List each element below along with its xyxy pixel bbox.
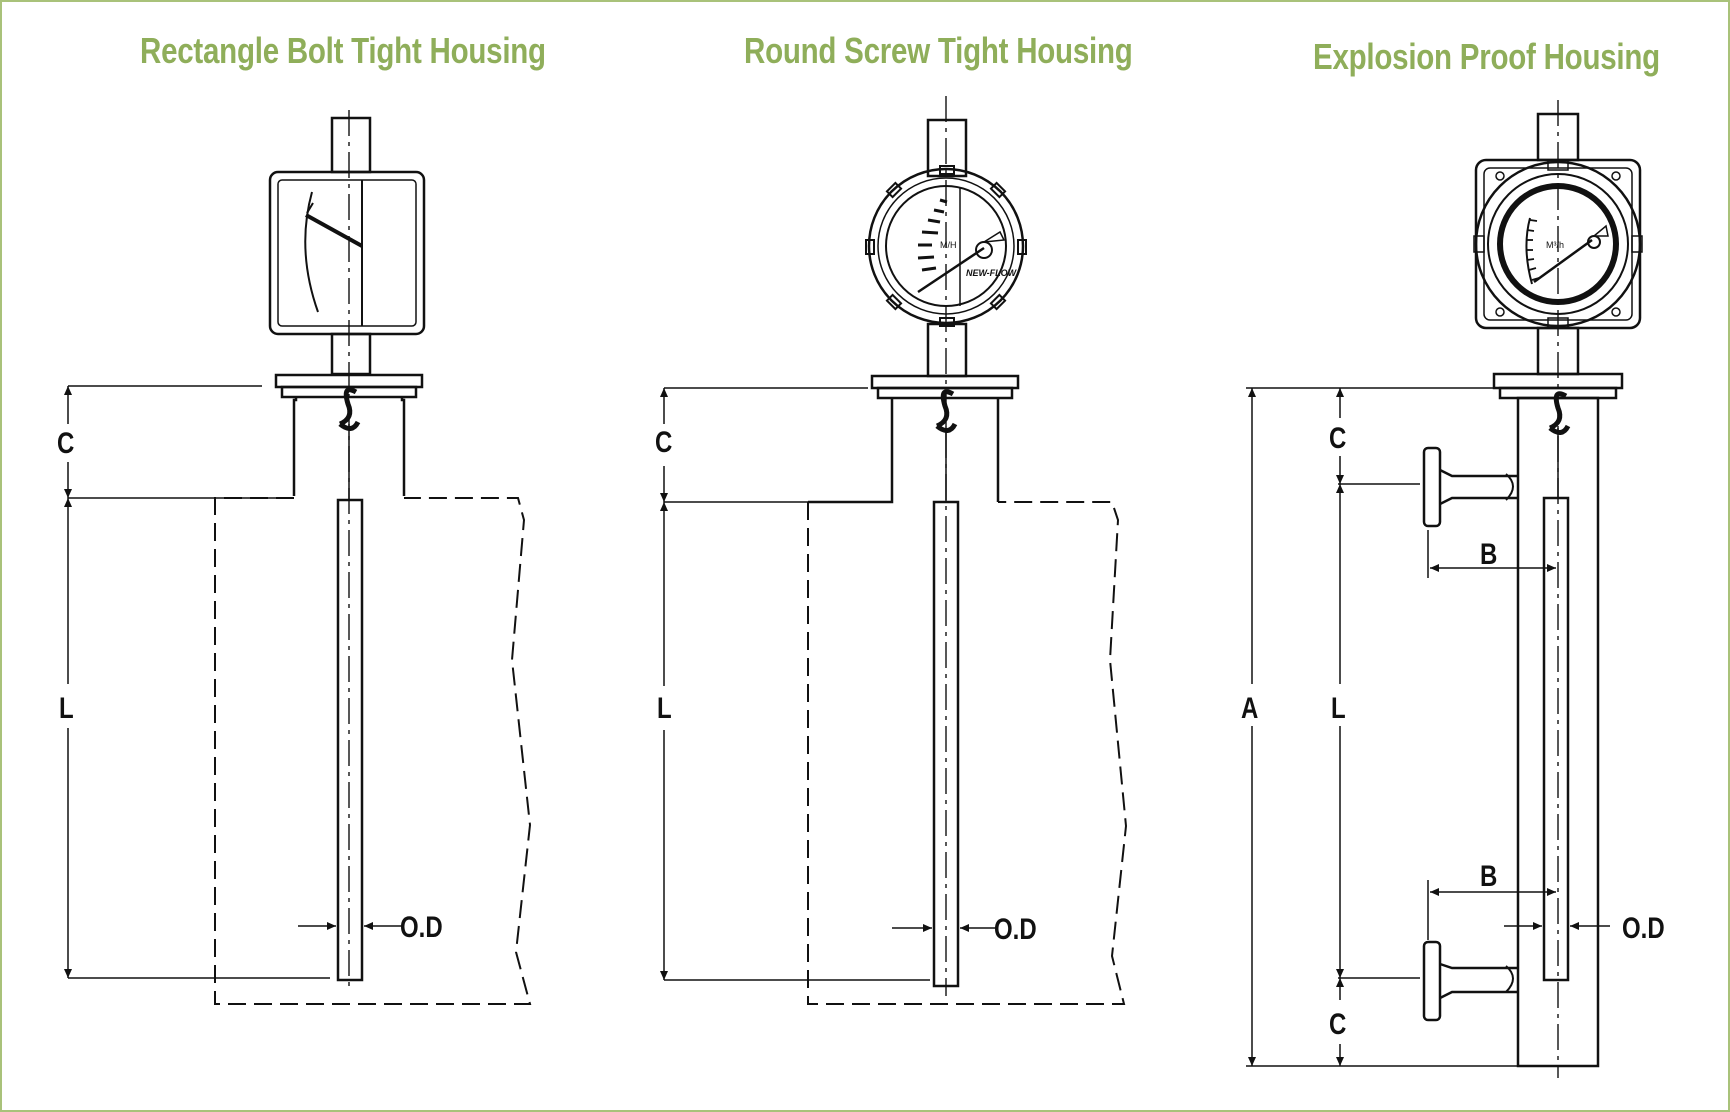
explosion-gauge-unit: M³/h [1546, 240, 1564, 250]
vessel-outline [214, 497, 532, 1005]
dim-b-explosion-bottom: B [1480, 858, 1497, 892]
dim-c-explosion-top: C [1329, 420, 1346, 454]
gauge-scale-arc [304, 191, 319, 313]
dim-od-round: O.D [994, 911, 1037, 945]
round-gauge-unit: M/H [940, 240, 957, 250]
rect-housing-drawing [64, 110, 532, 1005]
explosion-gauge-scale [1525, 217, 1533, 285]
dim-l-explosion: L [1331, 690, 1346, 724]
title-rectangle-housing: Rectangle Bolt Tight Housing [140, 30, 546, 71]
upper-side-flange [1422, 446, 1442, 528]
dim-c-round: C [655, 424, 672, 458]
explosion-housing-drawing [1246, 100, 1643, 1078]
dim-c-rect: C [57, 425, 74, 459]
round-gauge-needle [917, 246, 985, 294]
dim-l-round: L [657, 690, 672, 724]
round-gauge-brand: NEW-FLOW [966, 268, 1018, 278]
dim-a-explosion: A [1241, 690, 1258, 724]
dim-b-explosion-top: B [1480, 536, 1497, 570]
round-gauge-ticks [917, 198, 948, 272]
round-housing-drawing [660, 96, 1128, 1005]
dim-c-explosion-bottom: C [1329, 1006, 1346, 1040]
dim-od-rect: O.D [400, 909, 443, 943]
gauge-needle [305, 213, 363, 248]
title-round-housing: Round Screw Tight Housing [744, 30, 1133, 71]
rect-gauge-box [268, 170, 426, 336]
lower-side-flange [1422, 940, 1442, 1022]
title-explosion-housing: Explosion Proof Housing [1313, 36, 1660, 77]
dim-od-explosion: O.D [1622, 910, 1665, 944]
dim-l-rect: L [59, 690, 74, 724]
vessel-outline [807, 501, 1128, 1005]
explosion-gauge-needle [1533, 238, 1593, 284]
